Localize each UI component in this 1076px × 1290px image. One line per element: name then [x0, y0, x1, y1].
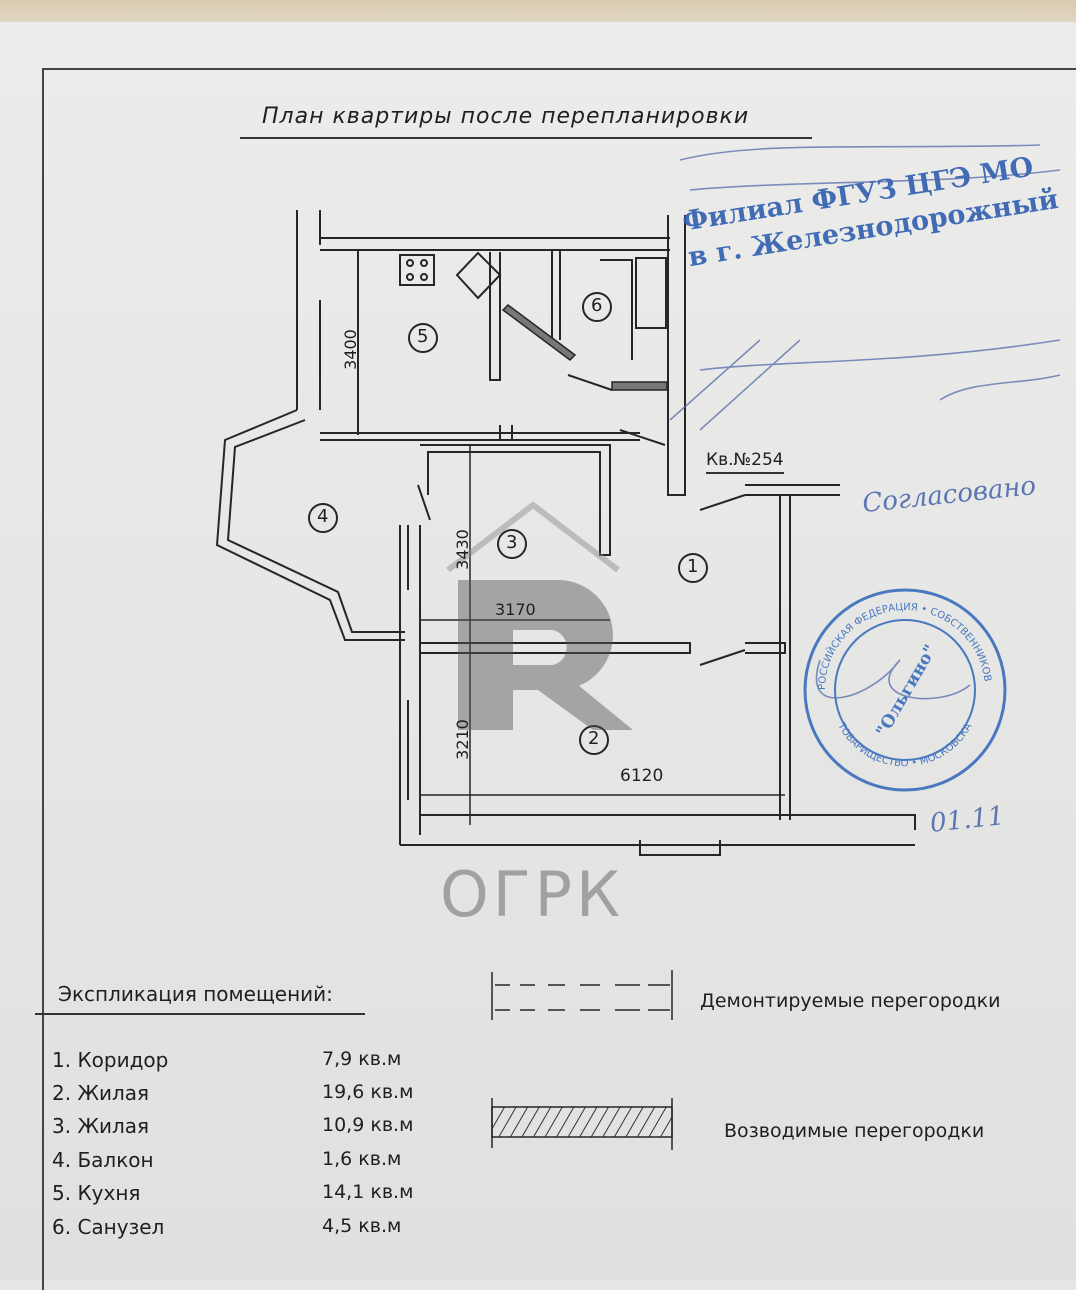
dim-room2-height: 3210: [452, 719, 472, 760]
ogrk-watermark-logo: [446, 501, 633, 730]
explication-row: 6. Санузел: [52, 1215, 165, 1239]
apartment-label: Кв.№254: [706, 450, 784, 474]
explication-row: 5. Кухня: [52, 1181, 141, 1205]
room-number-3: 3: [506, 532, 518, 553]
erected-partition-marks: [501, 304, 668, 391]
room-markers: [308, 292, 708, 755]
erected-partition-symbol: [491, 1098, 673, 1150]
document-page: [0, 22, 1076, 1280]
room-area: 7,9 кв.м: [322, 1048, 402, 1070]
explication-row: 4. Балкон: [52, 1148, 154, 1172]
room-number-4: 4: [317, 506, 329, 527]
drawing-frame: [42, 68, 1076, 1290]
seal-center-text: "Ольгино": [872, 641, 941, 740]
signature-scribbles: [669, 144, 1061, 700]
dim-kitchen: 3400: [340, 329, 360, 370]
legend-erected-label: Возводимые перегородки: [724, 1120, 985, 1142]
room-area: 19,6 кв.м: [322, 1081, 414, 1103]
demolished-partition-symbol: [491, 970, 673, 1020]
explication-row: 3. Жилая: [52, 1114, 150, 1138]
room-number-6: 6: [591, 295, 603, 316]
room-number-5: 5: [417, 326, 429, 347]
explication-row: 2. Жилая: [52, 1081, 150, 1105]
explication-row: 1. Коридор: [52, 1048, 169, 1072]
legend-demolished-label: Демонтируемые перегородки: [700, 990, 1001, 1012]
stove-icon: [399, 254, 435, 286]
room-area: 14,1 кв.м: [322, 1181, 414, 1203]
explication-underline: [35, 1013, 365, 1015]
plan-title: План квартиры после перепланировки: [262, 104, 750, 129]
sink-icon: [455, 251, 502, 300]
watermark-text: ОГРК: [440, 858, 625, 931]
room-area: 4,5 кв.м: [322, 1215, 402, 1237]
room-number-2: 2: [588, 728, 600, 749]
explication-heading: Экспликация помещений:: [58, 982, 333, 1006]
bathtub-icon: [635, 257, 667, 329]
svg-text:РОССИЙСКАЯ ФЕДЕРАЦИЯ • СОБСТВЕ: РОССИЙСКАЯ ФЕДЕРАЦИЯ • СОБСТВЕННИКОВ ЖИЛ…: [800, 585, 993, 690]
dim-room3-width: 3170: [495, 600, 536, 619]
round-seal: РОССИЙСКАЯ ФЕДЕРАЦИЯ • СОБСТВЕННИКОВ ЖИЛ…: [800, 585, 1007, 792]
room-area: 1,6 кв.м: [322, 1148, 402, 1170]
room-area: 10,9 кв.м: [322, 1114, 414, 1136]
title-underline: [240, 137, 812, 139]
seal-top-text: РОССИЙСКАЯ ФЕДЕРАЦИЯ • СОБСТВЕННИКОВ ЖИЛ…: [800, 585, 993, 690]
walls: [215, 210, 916, 856]
dimension-lines: [357, 250, 785, 825]
dim-room3-height: 3430: [452, 529, 472, 570]
dim-room2-width: 6120: [620, 766, 664, 786]
room-number-1: 1: [687, 556, 699, 577]
